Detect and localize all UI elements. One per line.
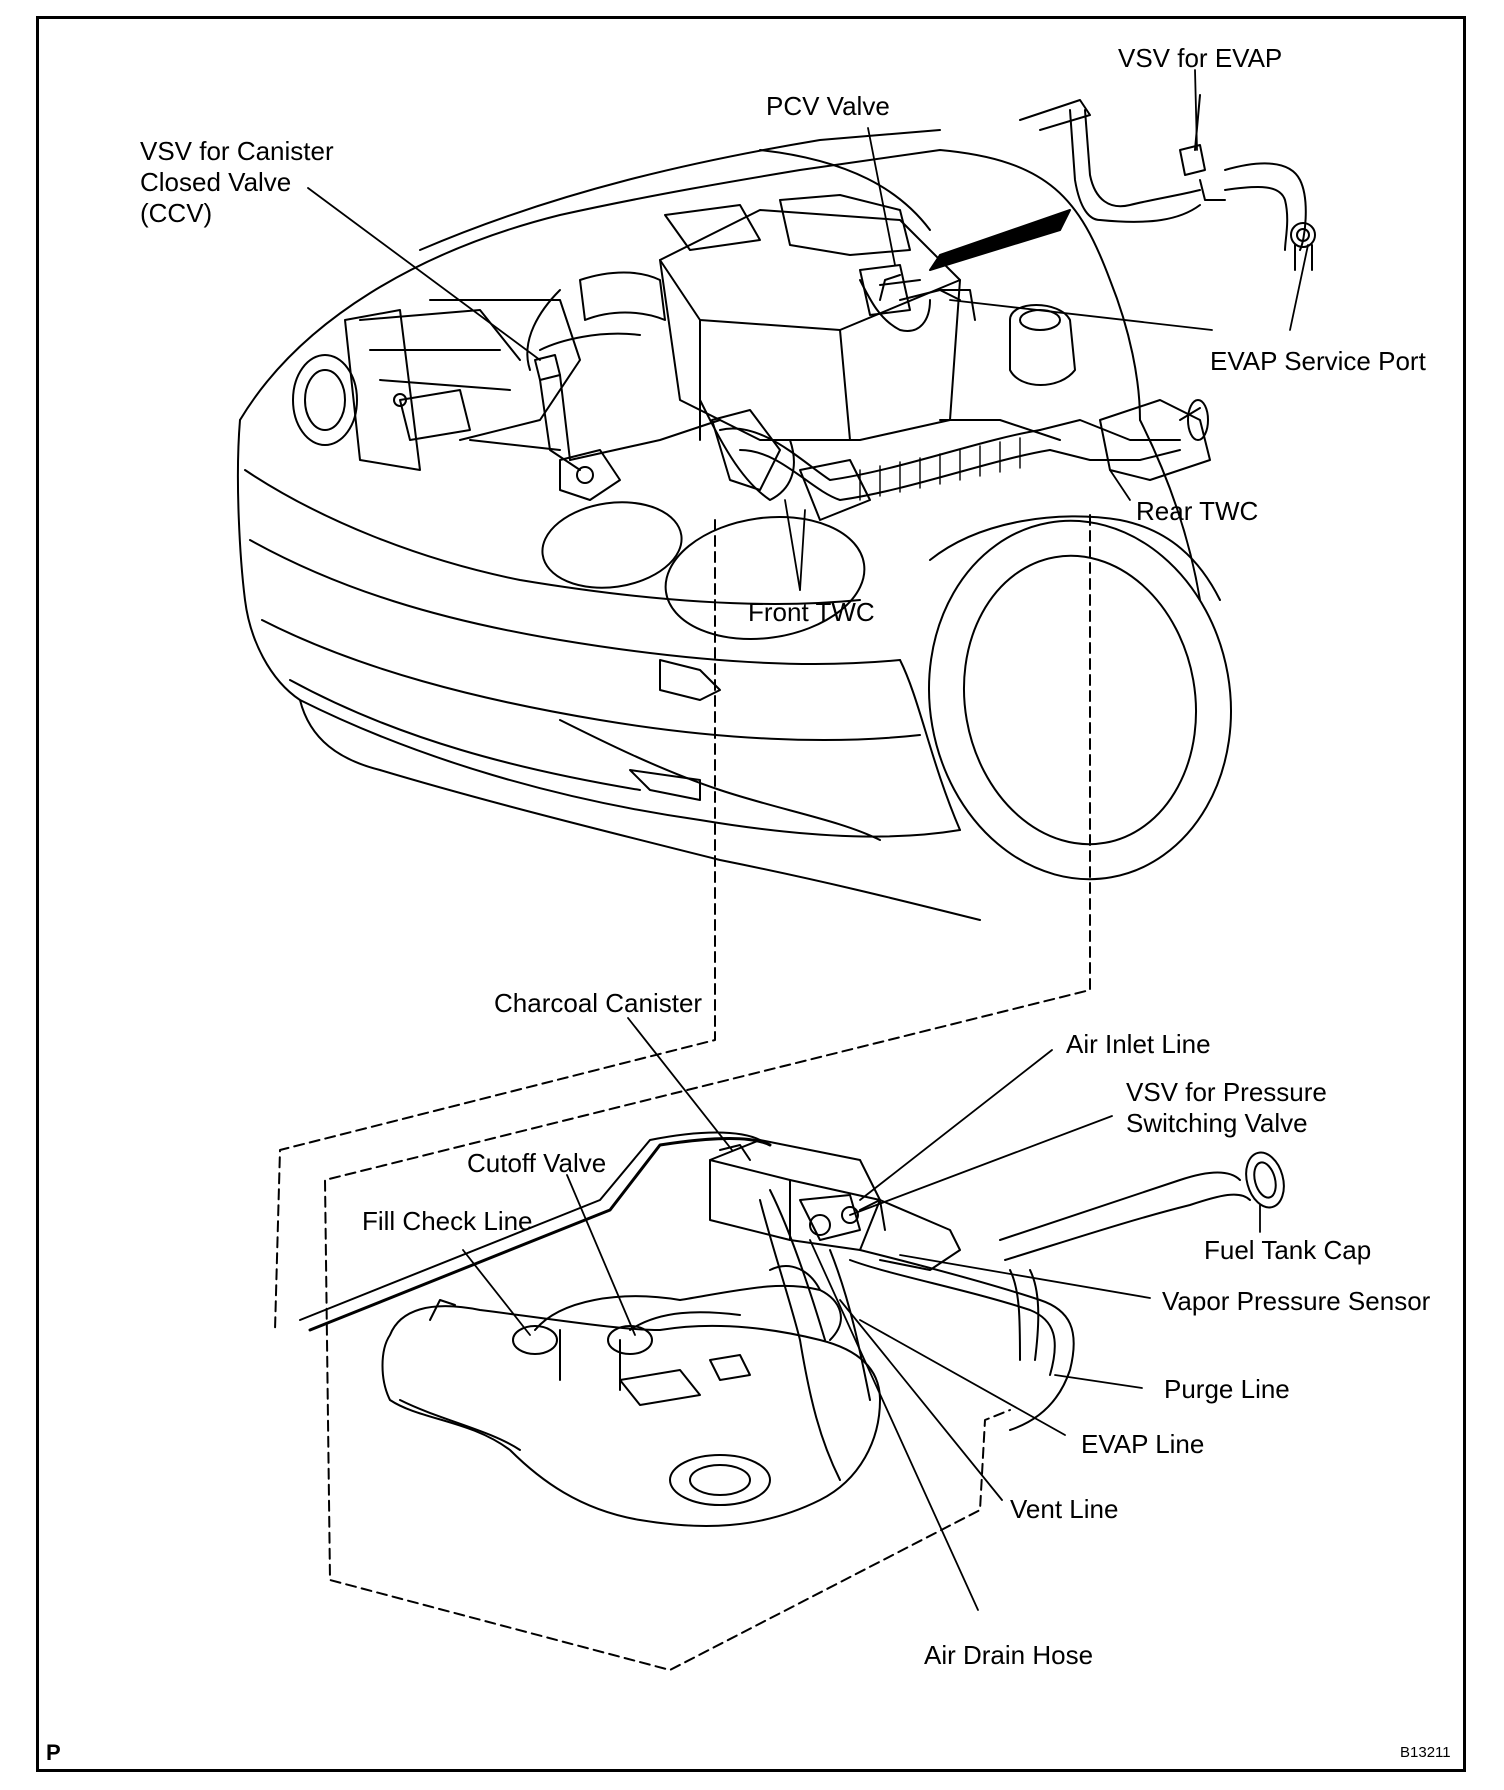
label-fill-check-line: Fill Check Line bbox=[362, 1206, 533, 1236]
label-fuel-tank-cap: Fuel Tank Cap bbox=[1204, 1235, 1372, 1265]
label-air-inlet-line: Air Inlet Line bbox=[1066, 1029, 1211, 1059]
label-purge-line: Purge Line bbox=[1164, 1374, 1290, 1404]
label-vapor-pressure-sensor: Vapor Pressure Sensor bbox=[1162, 1286, 1431, 1316]
label-rear-twc: Rear TWC bbox=[1136, 496, 1259, 526]
label-evap-line: EVAP Line bbox=[1081, 1429, 1205, 1459]
label-front-twc: Front TWC bbox=[748, 597, 875, 627]
diagram-frame bbox=[36, 16, 1466, 1772]
label-pcv-valve: PCV Valve bbox=[766, 91, 890, 121]
label-cutoff-valve: Cutoff Valve bbox=[467, 1148, 607, 1178]
label-evap-service-port: EVAP Service Port bbox=[1210, 346, 1426, 376]
exhaust-system bbox=[699, 399, 1211, 521]
canister-and-tank bbox=[299, 1131, 1285, 1527]
car-body bbox=[236, 129, 1232, 921]
label-air-drain-hose: Air Drain Hose bbox=[924, 1640, 1094, 1670]
engine-bay bbox=[393, 194, 1076, 501]
label-charcoal-canister: Charcoal Canister bbox=[494, 988, 703, 1018]
pcv-evap-upper bbox=[859, 94, 1316, 332]
figure-code: B13211 bbox=[1400, 1744, 1451, 1761]
label-vsv-pressure: VSV for Pressure Switching Valve bbox=[1126, 1077, 1327, 1138]
corner-mark-left: P bbox=[46, 1740, 61, 1765]
label-vent-line: Vent Line bbox=[1010, 1494, 1119, 1524]
leader-lines bbox=[307, 69, 1309, 1611]
label-vsv-ccv: VSV for Canister Closed Valve (CCV) bbox=[140, 136, 334, 228]
dashed-connectors bbox=[274, 514, 1091, 1671]
label-vsv-evap: VSV for EVAP bbox=[1118, 43, 1283, 73]
